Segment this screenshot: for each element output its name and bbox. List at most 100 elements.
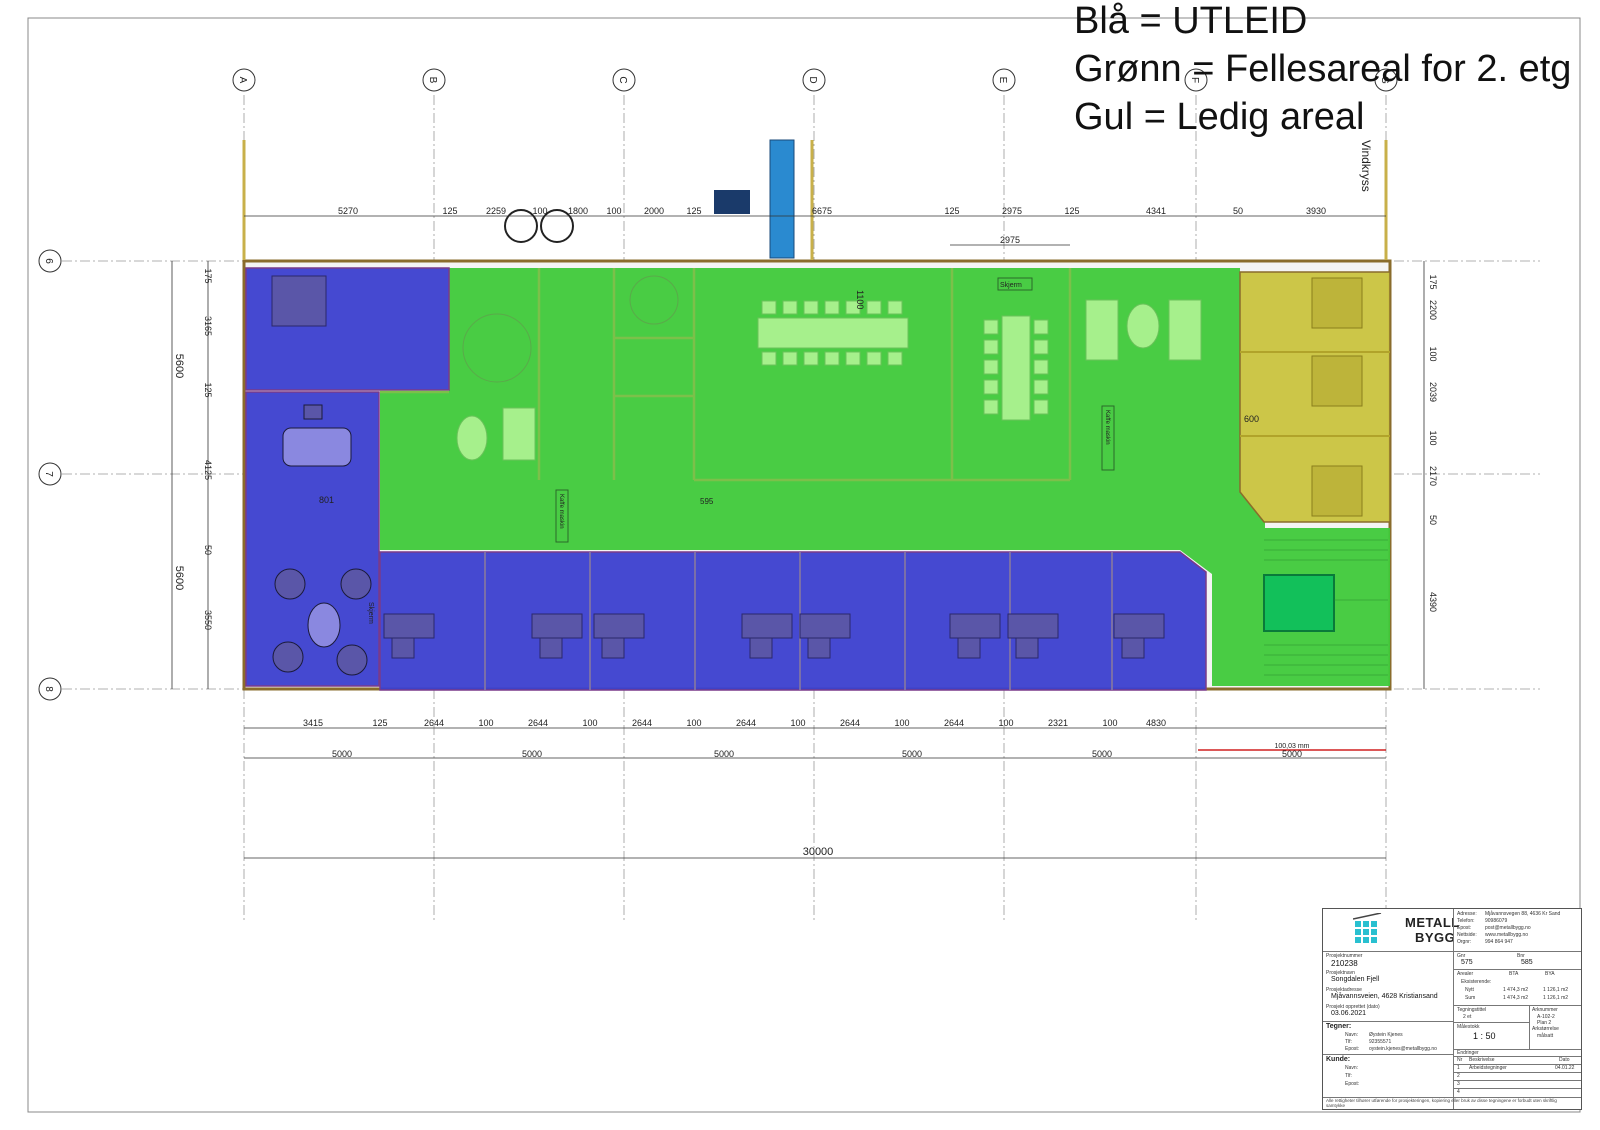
conference-table-large bbox=[757, 317, 909, 349]
kaffe-box-1 bbox=[555, 489, 569, 543]
arknummer-label: Arknummer bbox=[1532, 1007, 1558, 1013]
dimension-value: 2170 bbox=[1428, 466, 1438, 486]
bya-label: BYA bbox=[1545, 971, 1555, 977]
tegner-epost-label: Epost: bbox=[1345, 1046, 1360, 1052]
sum-bta: 1 474,3 m2 bbox=[1503, 995, 1529, 1001]
dimension-value: 100 bbox=[1428, 346, 1438, 361]
grid-label-row: 8 bbox=[43, 686, 54, 692]
conference-chairs-small bbox=[983, 319, 1049, 415]
grid-label-col: G bbox=[1379, 76, 1390, 84]
malestokk: 1 : 50 bbox=[1473, 1031, 1496, 1041]
dimension-value: 100 bbox=[790, 718, 805, 728]
desk bbox=[531, 613, 583, 639]
company-info-row: Epost:post@metallbygg.no bbox=[1457, 925, 1579, 932]
tegner-navn: Øystein Kjenes bbox=[1369, 1032, 1403, 1038]
dimension-value: 2644 bbox=[632, 718, 652, 728]
logo-icon bbox=[1352, 912, 1382, 943]
chair bbox=[803, 351, 819, 366]
company-info-label: Nettside: bbox=[1457, 932, 1477, 938]
vacant-partitions bbox=[1240, 351, 1390, 437]
chair bbox=[803, 300, 819, 315]
conference-table-small bbox=[1001, 315, 1031, 421]
company-info-value: 90986079 bbox=[1485, 918, 1508, 924]
eksisterende-label: Eksisterende: bbox=[1461, 979, 1492, 985]
arkstorrelse-label: Arkstørrelse bbox=[1532, 1026, 1559, 1032]
chair bbox=[983, 399, 999, 415]
dimension-value: 125 bbox=[1064, 206, 1079, 216]
company-info-value: www.metallbygg.no bbox=[1485, 932, 1529, 938]
grid-label-col: F bbox=[1189, 77, 1200, 83]
dimension-value: 4125 bbox=[203, 460, 213, 480]
dimension-value: 3415 bbox=[303, 718, 323, 728]
dimension-value: 175 bbox=[1428, 274, 1438, 289]
endring-col-beskrivelse: Beskrivelse bbox=[1469, 1057, 1495, 1063]
chair bbox=[866, 300, 882, 315]
nytt-bya: 1 126,1 m2 bbox=[1543, 987, 1569, 993]
plan-label: Plan 2 bbox=[1537, 1020, 1552, 1026]
desk bbox=[799, 613, 851, 639]
endring1-nr: 1 bbox=[1457, 1065, 1460, 1071]
company-info-row: Orgnr:994 864 947 bbox=[1457, 939, 1579, 946]
dimension-value: 2039 bbox=[1428, 382, 1438, 402]
dimension-value: 50 bbox=[1233, 206, 1243, 216]
prosjektnummer: 210238 bbox=[1331, 959, 1358, 968]
round-tables bbox=[462, 275, 679, 383]
chair bbox=[866, 351, 882, 366]
grid-bubble-row bbox=[38, 249, 62, 273]
grid-label-row: 7 bbox=[43, 471, 54, 477]
dimension-lines bbox=[171, 215, 1425, 859]
desk bbox=[593, 613, 645, 639]
gnr: 575 bbox=[1461, 959, 1473, 966]
kunde-label: Kunde: bbox=[1326, 1056, 1351, 1063]
label-kaffe-2: Kaffe maskin bbox=[1104, 410, 1110, 445]
kunde-navn-label: Navn: bbox=[1345, 1065, 1359, 1071]
tegningstittel-label: Tegningstittel bbox=[1457, 1007, 1487, 1013]
chair bbox=[761, 300, 777, 315]
footer-note: Alle rettigheter tilhører utførende for … bbox=[1326, 1098, 1557, 1108]
company-info-value: Mjåvannsvegen 88, 4636 Kr Sand bbox=[1485, 911, 1561, 917]
prosjektnummer-label: Prosjektnummer bbox=[1326, 953, 1363, 959]
prosjektnavn-label: Prosjektnavn bbox=[1326, 970, 1355, 976]
stair-steps bbox=[1264, 539, 1388, 676]
label-1100: 1100 bbox=[855, 290, 865, 309]
vacant-desks bbox=[1311, 277, 1363, 517]
malestokk-label: Målestokk bbox=[1457, 1024, 1480, 1030]
title-block: METALL BYGG Adresse:Mjåvannsvegen 88, 46… bbox=[1322, 908, 1582, 1110]
gnr-label: Gnr bbox=[1457, 953, 1466, 959]
room-labels: Vindkryss Skjerm Skjerm Kaffe maskin Kaf… bbox=[319, 140, 1373, 624]
nytt-label: Nytt bbox=[1465, 987, 1474, 993]
interior-walls bbox=[380, 268, 1072, 482]
desk bbox=[383, 613, 435, 639]
opprettet: 03.06.2021 bbox=[1331, 1010, 1367, 1017]
chair bbox=[983, 359, 999, 375]
bnr-label: Bnr bbox=[1517, 953, 1525, 959]
grid-label-col: A bbox=[237, 77, 248, 84]
dimension-total: 30000 bbox=[803, 846, 834, 858]
grid-bubble-col bbox=[802, 68, 826, 92]
tegner-epost: oystein.kjenes@metallbygg.no bbox=[1369, 1046, 1437, 1052]
rented-offices-bottom bbox=[379, 551, 1207, 691]
endring4-nr: 4 bbox=[1457, 1089, 1460, 1095]
grid-bubble-row bbox=[38, 677, 62, 701]
kaffe-box-2 bbox=[1101, 405, 1115, 471]
legend-vacant: Gul = Ledig areal bbox=[1074, 96, 1365, 138]
dimension-value: 2259 bbox=[486, 206, 506, 216]
chair bbox=[782, 300, 798, 315]
tegner-label: Tegner: bbox=[1326, 1023, 1352, 1030]
dimension-value: 100 bbox=[998, 718, 1013, 728]
sum-label: Sum bbox=[1465, 995, 1476, 1001]
exterior-posts bbox=[242, 140, 1388, 260]
dimension-value: 6675 bbox=[812, 206, 832, 216]
dimension-value: 5000 bbox=[332, 749, 352, 759]
grid-bubble-col bbox=[422, 68, 446, 92]
dimension-value: 2321 bbox=[1048, 718, 1068, 728]
dimension-value: 1800 bbox=[568, 206, 588, 216]
label-skjerm-left: Skjerm bbox=[367, 602, 374, 624]
dimension-value: 100 bbox=[582, 718, 597, 728]
desk-return bbox=[391, 637, 415, 659]
dimension-value: 5600 bbox=[173, 566, 185, 590]
bnr: 585 bbox=[1521, 959, 1533, 966]
opprettet-label: Prosjekt opprettet (dato) bbox=[1326, 1004, 1380, 1010]
dimension-value: 3930 bbox=[1306, 206, 1326, 216]
